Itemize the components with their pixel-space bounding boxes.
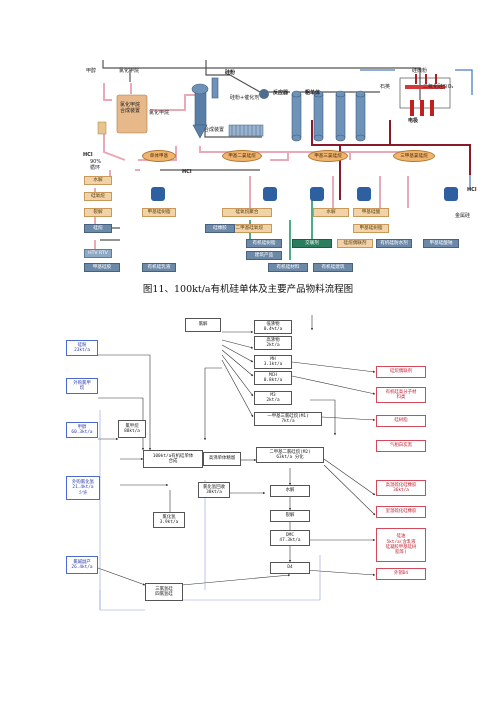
box-methyl-gel: 甲基硅胶 — [84, 263, 120, 272]
heat-exchanger-icon — [228, 124, 264, 137]
sio2-label: 二氧化硅SiO₂ — [423, 84, 454, 90]
ellipse-2: 甲基二氯硅烷 — [222, 150, 262, 162]
ellipse-3: 甲基三氯硅烷 — [308, 150, 348, 162]
node-outsource-cl: 外购氯甲 烷 — [66, 378, 98, 394]
flow-lines — [94, 60, 473, 260]
node-polymer-material: 有机硅高分子材 料类 — [376, 387, 426, 403]
node-silicon-powder: 硅粉 23kt/a — [66, 340, 98, 356]
box-waterproof: 有机硅防水剂 — [376, 239, 412, 248]
node-htv-rubber: 高温硫化硅橡胶 36kt/a — [376, 480, 426, 496]
node-monomer: 100kt/a有机硅单体 合成 — [143, 450, 203, 468]
node-silicone-oil: 硅油 5kt/a(含乳液 硅凝胶甲基硅树 脂等) — [376, 528, 426, 562]
material-balance-diagram: 氯解 低沸物 0.4%t/a 高沸物 2kt/a MH 3.1kt/a MCH … — [0, 300, 496, 700]
node-coupling-agent: 硅烷偶联剂 — [376, 366, 426, 378]
box-cracking: 裂解 — [84, 208, 112, 217]
reactor-icon — [191, 77, 219, 139]
box-resin: 有机硅树脂 — [246, 239, 282, 248]
node-hcl: 氯化氢 3.9kt/a — [153, 512, 185, 528]
process-flow-diagram: 甲醇 氯化甲烷 氯化甲烷 合成装置 氯化甲烷 硅粉 硅粉+催化剂 反应器 粗单体… — [0, 0, 496, 280]
box-rubber: 硅橡胶 — [205, 224, 235, 233]
node-d4: D4 — [270, 562, 310, 574]
chloromethane-label: 氯化甲烷 — [119, 68, 140, 74]
node-mh: MH 3.1kt/a — [254, 355, 292, 369]
chloromethane-out-label: 氯化甲烷 — [149, 110, 170, 116]
box-emulsion: 有机硅乳液 — [142, 263, 176, 272]
node-cracking: 裂解 — [270, 510, 310, 522]
balance-lines — [97, 315, 376, 611]
synthesis-column-icon — [116, 94, 148, 134]
node-trichlorosilane: 三氯氢硅 四氯氢硅 — [145, 583, 183, 601]
box-methyl-resin: 甲基硅树脂 — [353, 224, 389, 233]
quartz-label: 石英 — [380, 84, 391, 90]
node-methanol: 甲醇 60.3kt/a — [66, 422, 98, 438]
node-rtv-rubber: 室温硫化硅橡胶 — [376, 506, 426, 518]
node-silicone-resin: 硅树脂 — [376, 415, 426, 427]
node-dmc: DMC 47.3kt/a — [270, 530, 310, 546]
box-hydrolysis-left: 水解 — [84, 176, 112, 185]
node-hcl-offgas: 氯碱副产 26.4kt/a — [66, 556, 98, 574]
vessel-icon — [151, 187, 458, 201]
node-hcl-recover: 氯化氢回收 38kt/a — [198, 482, 230, 498]
ellipse-4: 三甲基氯硅烷 — [393, 150, 435, 162]
recycle-label: 90% 循环 — [90, 159, 102, 171]
synthesis-unit-label: 氯化甲烷 合成装置 — [120, 102, 141, 114]
box-sodium: 甲基硅酸钠 — [423, 239, 459, 248]
box-crosslinker: 交联剂 — [292, 239, 332, 248]
reactor-label: 反应器 — [273, 90, 289, 96]
crude-monomer-label: 粗单体 — [305, 90, 321, 96]
node-mch: MCH 0.8kt/a — [254, 371, 292, 385]
node-export-d4: 外销D4 — [376, 568, 426, 580]
pump-icon — [259, 89, 269, 99]
box-methyl-silicic: 甲基硅酸 — [353, 208, 389, 217]
distillation-column-icon — [291, 90, 366, 142]
figure-caption: 图11、100kt/a有机硅单体及主要产品物料流程图 — [142, 284, 354, 295]
box-construction: 有机硅建筑 — [313, 263, 353, 272]
node-hydrolysis-top: 氯解 — [185, 318, 221, 332]
box-silane: 硅烷 — [84, 224, 112, 233]
ellipse-1: 单体甲基 — [142, 150, 176, 162]
node-high-boil: 低沸物 0.4%t/a — [254, 320, 292, 334]
electrode-label: 电极 — [408, 118, 419, 124]
node-m1: 一甲基三氯硅烷(M1) 7kt/a — [254, 412, 322, 426]
box-siloxane-polymer: 硅氧烷聚合 — [222, 208, 272, 217]
silica-fume-label: 硅微粉 — [412, 68, 428, 74]
hcl-tank-icon — [97, 121, 107, 135]
box-coupling: 硅烷偶联剂 — [337, 239, 373, 248]
node-hydrolysis: 水解 — [270, 485, 310, 497]
box-material: 有机硅材料 — [268, 263, 308, 272]
furnace-icon — [399, 74, 451, 116]
silicon-metal-label: 金属硅 — [455, 213, 471, 219]
box-htv-rtv: HTV RTV — [84, 249, 112, 258]
node-outsource-hcl: 外购氯化氢 21.4kt/a 少许 — [66, 476, 100, 500]
box-building: 建筑产品 — [246, 251, 282, 260]
node-fumed-silica: 气相白炭黑 — [376, 440, 426, 452]
silicon-catalyst-label: 硅粉+催化剂 — [230, 95, 260, 101]
silicon-powder-label: 硅粉 — [225, 70, 236, 76]
hcl-mid-label: HCl — [182, 169, 192, 175]
box-monomer-silane: 甲基硅树脂 — [142, 208, 176, 217]
box-hydrolysis-right: 水解 — [313, 208, 349, 217]
node-m3: M3 2kt/a — [254, 391, 292, 405]
box-siloxane: 硅氧烷 — [84, 192, 112, 201]
crude-line-label: 合成装置 — [204, 127, 225, 133]
hcl-right-label: HCl — [467, 187, 477, 193]
methanol-label: 甲醇 — [86, 68, 97, 74]
node-separation: 高沸单体精馏 — [203, 452, 241, 466]
node-m2: 二甲基二氯硅烷(M2) 63kt/a 分化 — [256, 447, 324, 463]
hcl-left-label: HCl — [83, 152, 93, 158]
node-chloromethane: 氯甲烷 88kt/a — [118, 420, 146, 438]
node-mid-boil: 高沸物 2kt/a — [254, 336, 292, 350]
